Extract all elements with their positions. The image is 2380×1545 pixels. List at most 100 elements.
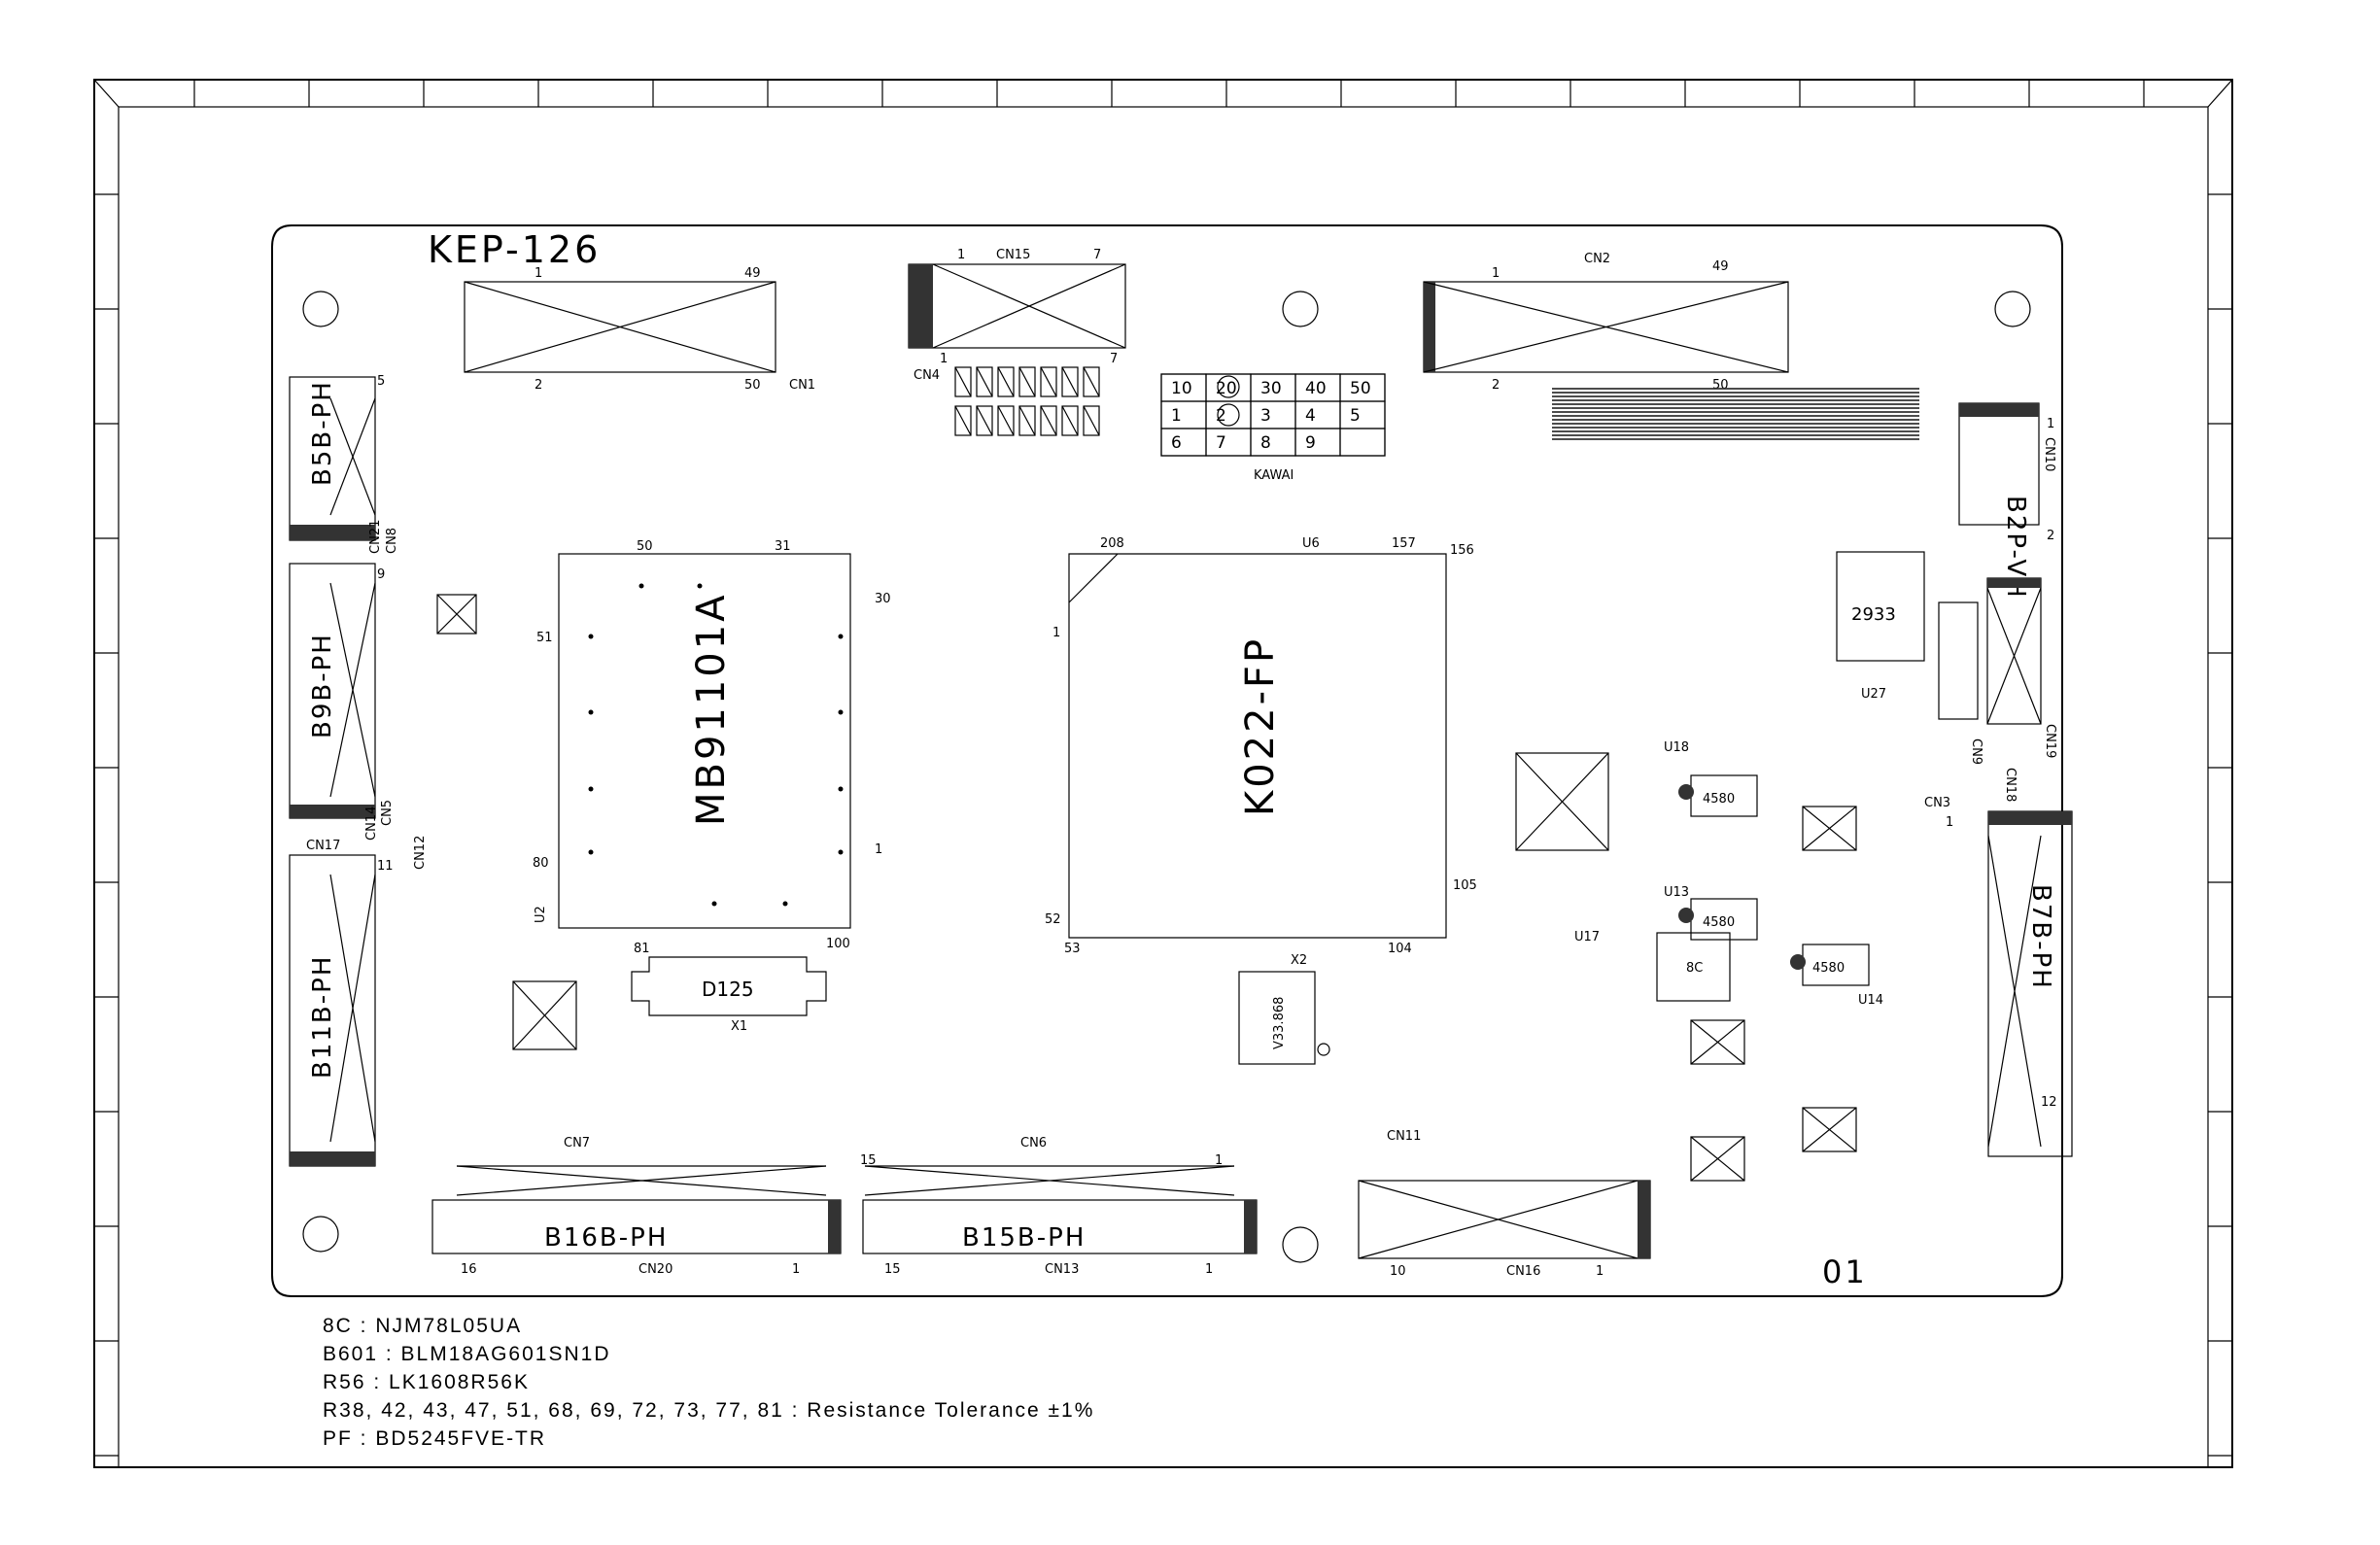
pin-label: 50 xyxy=(637,539,653,554)
ref-label: CN13 xyxy=(1045,1262,1079,1277)
ic-dot xyxy=(838,849,844,855)
crystal-x2: V33.868 X2 xyxy=(1238,953,1330,1065)
pin-label: 30 xyxy=(875,592,891,606)
pin-label: 49 xyxy=(1712,259,1729,274)
pin-label: 1 xyxy=(1205,1262,1213,1277)
kawai-cell-label: 30 xyxy=(1260,379,1282,398)
pin-label: 104 xyxy=(1388,942,1412,956)
kawai-cell xyxy=(1160,400,1207,429)
chip-mark xyxy=(1040,366,1057,397)
pin-label: 157 xyxy=(1392,536,1416,551)
kawai-cell xyxy=(1339,428,1386,457)
chip-resistor xyxy=(997,405,1015,436)
kawai-label: KAWAI xyxy=(1254,468,1293,483)
ic-dot xyxy=(588,786,594,792)
ic-ref: U14 xyxy=(1858,993,1883,1008)
kawai-cell-label: 9 xyxy=(1305,433,1316,453)
ref-label: CN7 xyxy=(564,1136,590,1150)
pin-label: 81 xyxy=(634,942,650,956)
ref-label: CN21 xyxy=(368,520,383,554)
mount-hole xyxy=(1994,291,2031,327)
kawai-cell-label: 20 xyxy=(1216,379,1237,398)
component-notes: 8C : NJM78L05UA B601 : BLM18AG601SN1D R5… xyxy=(323,1312,1094,1453)
ic-part: 2933 xyxy=(1851,604,1896,625)
pin-label: 1 xyxy=(940,352,948,366)
pin-label: 7 xyxy=(1093,248,1101,262)
ic-ref: U2 xyxy=(534,906,548,923)
ic-dot xyxy=(638,583,644,589)
component-box xyxy=(436,594,477,635)
kawai-cell-label: 2 xyxy=(1216,406,1226,426)
component-box xyxy=(1690,1136,1745,1182)
connector-cn8: B5B-PH 5 CN8 xyxy=(289,374,399,554)
kawai-cell-label: 50 xyxy=(1350,379,1371,398)
pin-label: 1 xyxy=(1492,266,1500,281)
ref-label: CN3 xyxy=(1924,796,1950,810)
connector-type: B5B-PH xyxy=(308,380,337,486)
chip-mark xyxy=(954,366,972,397)
pin-label: 156 xyxy=(1450,543,1474,558)
connector-cn13: B15B-PH 15 1 CN13 xyxy=(862,1199,1258,1277)
connector-cn7: CN7 xyxy=(456,1136,827,1196)
pin-label: 1 xyxy=(1946,815,1953,830)
ref-label: CN18 xyxy=(2003,768,2018,802)
note-line: R56 : LK1608R56K xyxy=(323,1371,530,1393)
ic-dot xyxy=(588,849,594,855)
kawai-cell xyxy=(1250,400,1296,429)
ref-label: CN5 xyxy=(380,800,395,826)
connector-cn20: B16B-PH 16 1 CN20 xyxy=(431,1199,842,1277)
pin-label: 1 xyxy=(1596,1264,1604,1279)
opamp-u18: 4580 U18 xyxy=(1664,740,1758,817)
chip-mark xyxy=(1083,405,1100,436)
pin-label: 2 xyxy=(1492,378,1500,393)
kawai-cell-label: 6 xyxy=(1171,433,1182,453)
mount-hole xyxy=(1282,291,1319,327)
kawai-cell-label: 40 xyxy=(1305,379,1327,398)
component-box xyxy=(1802,1107,1857,1152)
kawai-cell xyxy=(1205,428,1252,457)
chip-resistor xyxy=(1018,366,1036,397)
pin-label: 1 xyxy=(875,842,882,857)
crystal-x1: D125 X1 xyxy=(631,956,827,1034)
pin-label: 9 xyxy=(377,567,385,582)
ic-ref: U6 xyxy=(1302,536,1320,551)
ref-label: CN11 xyxy=(1387,1129,1421,1144)
chip-mark xyxy=(997,366,1015,397)
pin-label: 53 xyxy=(1064,942,1081,956)
kawai-cell xyxy=(1294,400,1341,429)
ic-ref: U13 xyxy=(1664,885,1689,900)
pin-label: 1 xyxy=(1215,1153,1223,1168)
chip-resistor xyxy=(976,366,993,397)
pin-label: 10 xyxy=(1390,1264,1406,1279)
ref-label: CN2 xyxy=(1584,252,1610,266)
pin-label: 2 xyxy=(535,378,542,393)
connector-type: B7B-PH xyxy=(2026,884,2055,990)
note-line: R38, 42, 43, 47, 51, 68, 69, 72, 73, 77,… xyxy=(323,1399,1095,1422)
chip-mark xyxy=(954,405,972,436)
chip-mark xyxy=(997,405,1015,436)
connector-cn16: 10 1 CN16 xyxy=(1358,1180,1651,1279)
kawai-cell-label: 5 xyxy=(1350,406,1361,426)
chip-resistor xyxy=(1083,366,1100,397)
board-outline xyxy=(271,224,2063,1297)
heatsink-band xyxy=(1552,388,1919,440)
pin-label: 1 xyxy=(2047,417,2054,431)
connector-type: B9B-PH xyxy=(308,633,337,738)
kawai-mark-circle xyxy=(1217,403,1240,427)
connector-cn10: B2P-VH 1 2 CN10 xyxy=(1958,402,2056,600)
chip-mark xyxy=(1040,405,1057,436)
kawai-cell-label: 7 xyxy=(1216,433,1226,453)
ref-label: CN20 xyxy=(638,1262,673,1277)
ref-label: CN16 xyxy=(1506,1264,1540,1279)
ic-ref: U17 xyxy=(1574,930,1600,944)
pin-label: 15 xyxy=(884,1262,901,1277)
chip-mark xyxy=(1083,366,1100,397)
connector-cn9: CN9 CN19 xyxy=(1938,577,2057,765)
pin-label: 52 xyxy=(1045,912,1061,927)
component-box xyxy=(1802,806,1857,851)
ref-label: CN8 xyxy=(385,528,399,554)
connector-type: B11B-PH xyxy=(308,955,337,1079)
ic-part: D125 xyxy=(702,978,754,1001)
